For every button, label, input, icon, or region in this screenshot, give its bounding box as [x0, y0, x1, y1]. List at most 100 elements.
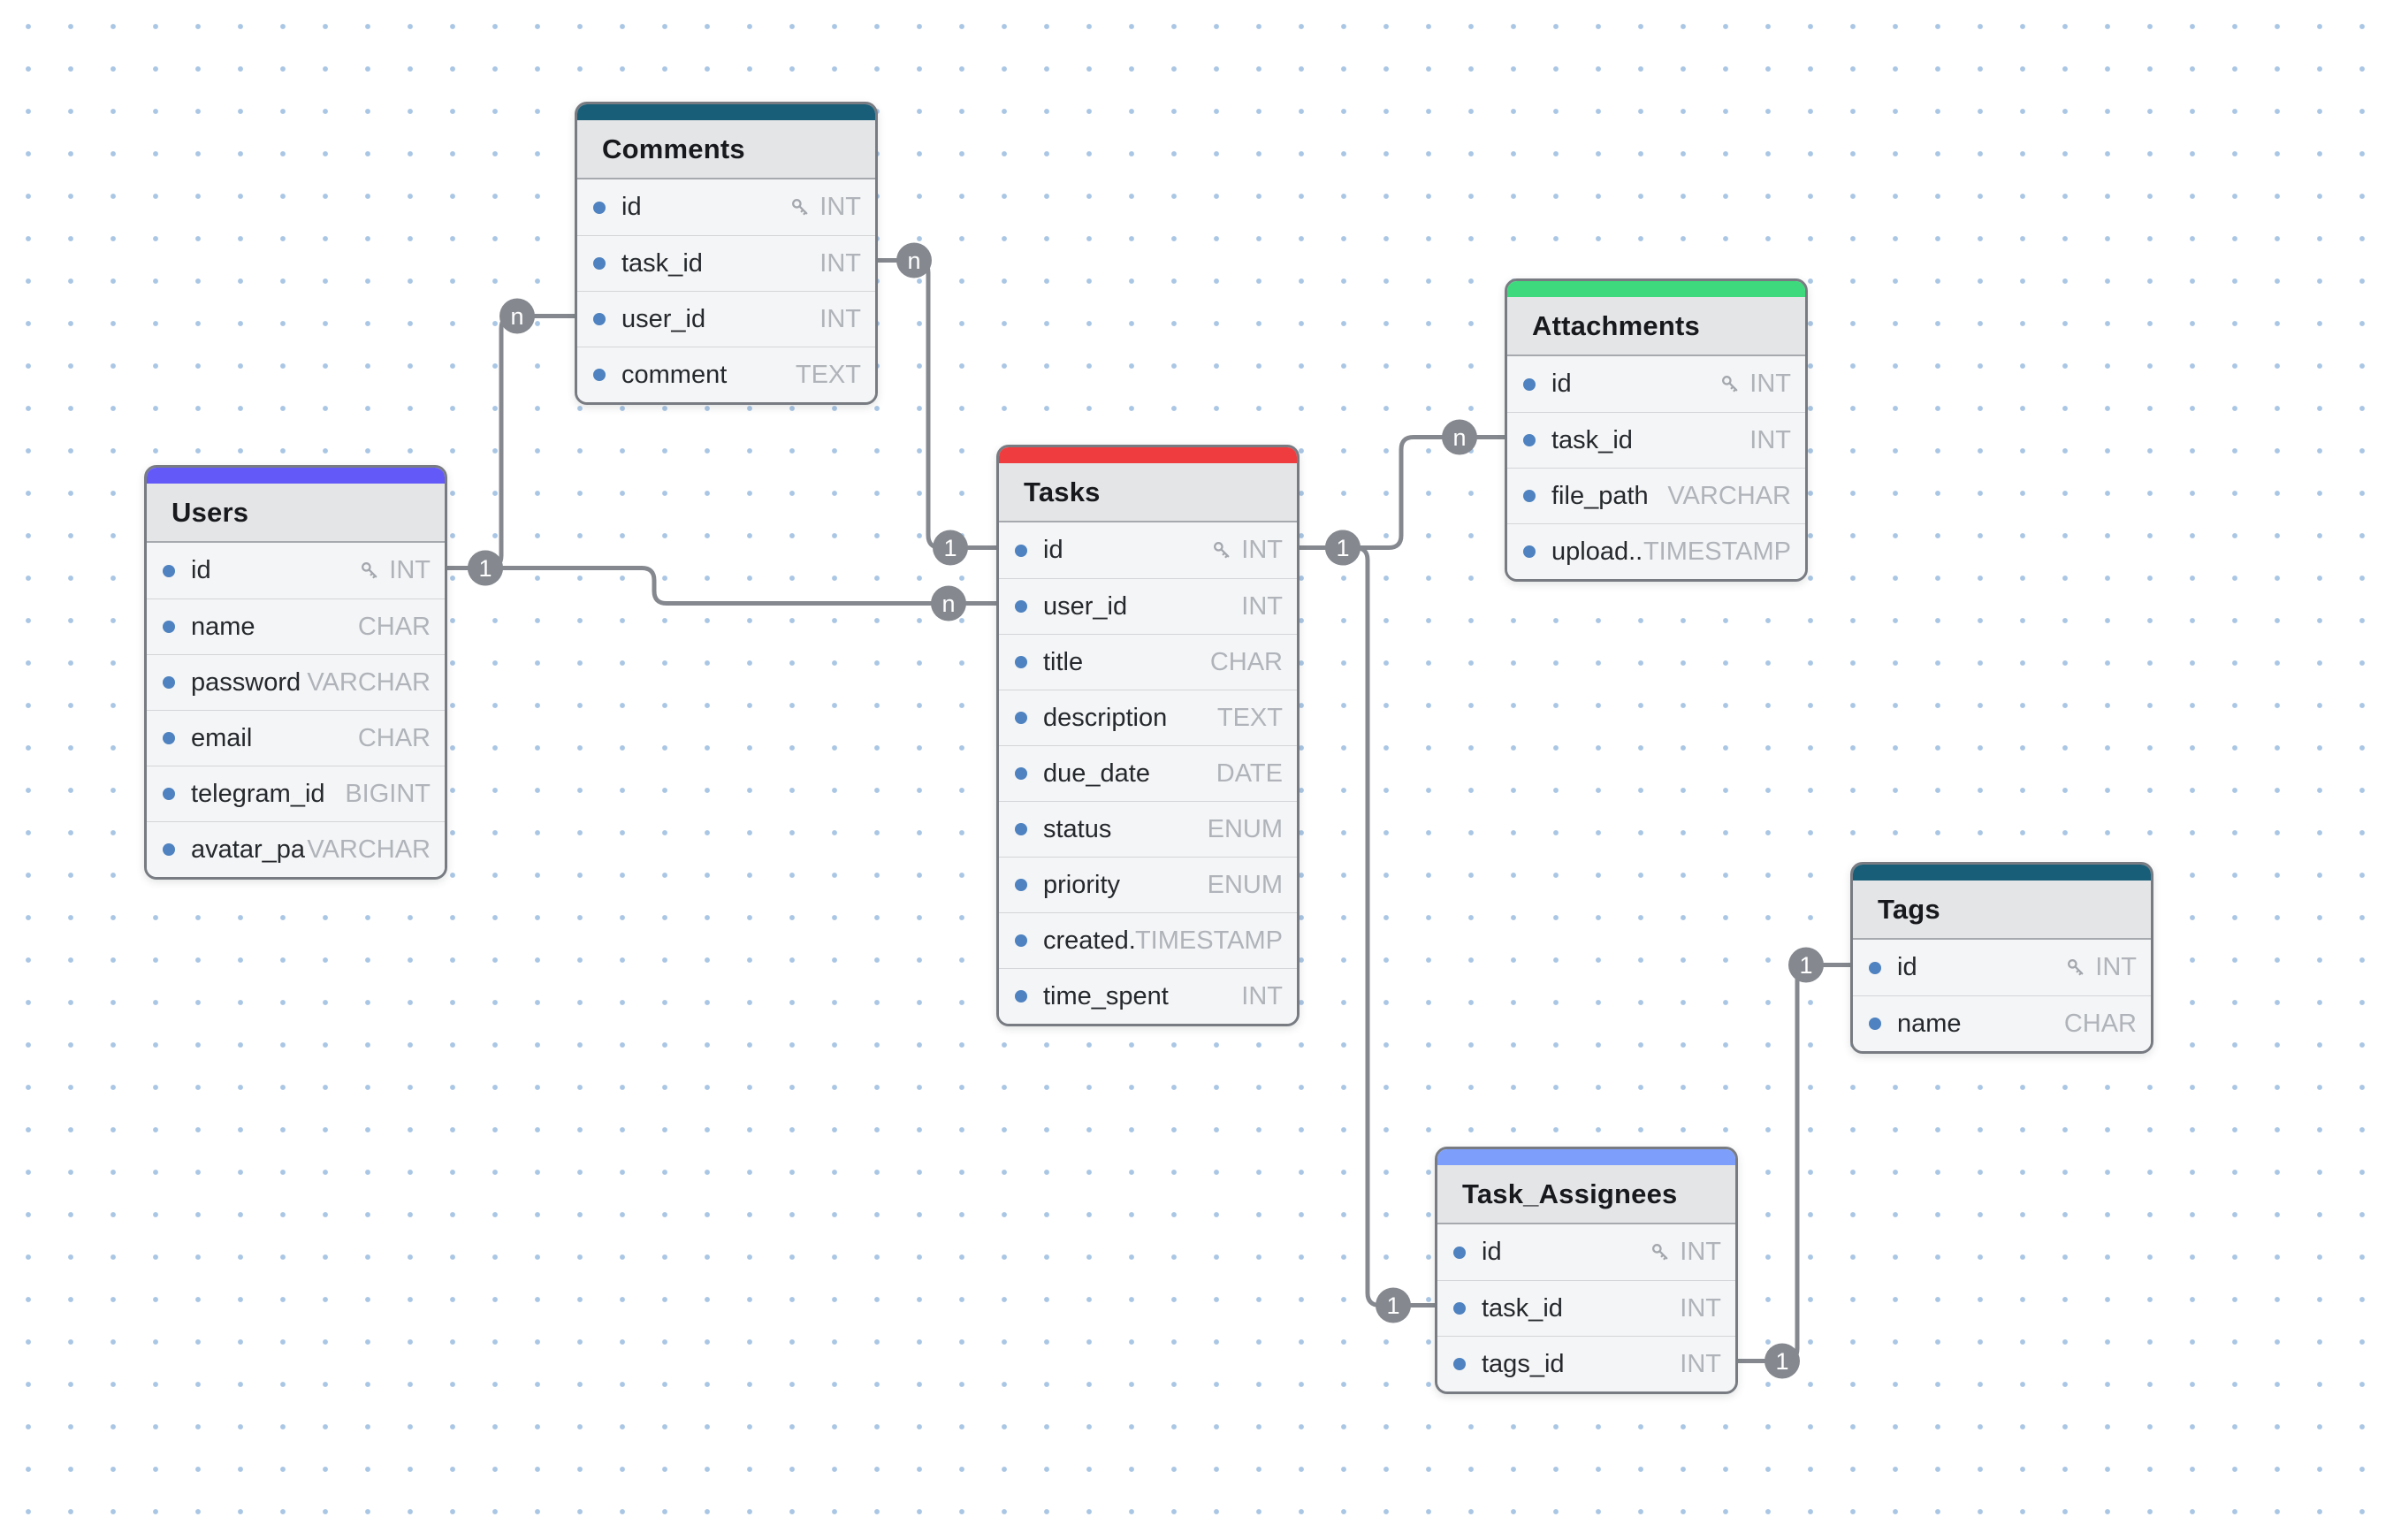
field-type-label: BIGINT	[345, 779, 431, 808]
field-type-label: INT	[2095, 953, 2137, 981]
field-type: INT	[789, 193, 861, 222]
table-users[interactable]: Users id INT name CHAR password VARCHAR …	[144, 465, 447, 880]
field-row-id[interactable]: id INT	[147, 543, 445, 598]
field-row-task_id[interactable]: task_id INT	[577, 235, 875, 291]
field-row-tags_id[interactable]: tags_id INT	[1437, 1336, 1735, 1391]
field-row-email[interactable]: email CHAR	[147, 710, 445, 766]
table-title: Users	[172, 496, 249, 528]
field-name: id	[1482, 1238, 1502, 1266]
field-type: INT	[1680, 1350, 1721, 1379]
field-row-name[interactable]: name CHAR	[147, 598, 445, 654]
table-header[interactable]: Users	[147, 484, 445, 543]
field-type-label: INT	[1749, 370, 1791, 398]
field-dot-icon	[1015, 767, 1027, 780]
table-fields: id INT task_id INT user_id INT comment T…	[577, 179, 875, 402]
field-type-label: CHAR	[357, 723, 431, 752]
cardinality-badge: 1	[1325, 530, 1361, 566]
field-type-label: INT	[1680, 1293, 1721, 1323]
field-row-name[interactable]: name CHAR	[1853, 995, 2151, 1051]
field-name: user_id	[621, 304, 706, 333]
field-row-avatar_pa[interactable]: avatar_pa... VARCHAR	[147, 821, 445, 877]
field-type: INT	[2065, 953, 2137, 982]
cardinality-badge: n	[896, 242, 932, 278]
field-name: name	[1897, 1009, 1962, 1038]
field-row-comment[interactable]: comment TEXT	[577, 347, 875, 402]
field-row-user_id[interactable]: user_id INT	[999, 578, 1297, 634]
table-fields: id INT task_id INT file_path VARCHAR upl…	[1507, 356, 1805, 579]
field-row-id[interactable]: id INT	[1853, 940, 2151, 995]
field-dot-icon	[593, 313, 606, 325]
field-row-time_spent[interactable]: time_spent INT	[999, 968, 1297, 1024]
field-row-id[interactable]: id INT	[1507, 356, 1805, 412]
field-type-label: VARCHAR	[307, 667, 431, 697]
field-name: tags_id	[1482, 1349, 1565, 1378]
field-type: TEXT	[796, 361, 861, 390]
field-name: upload...	[1551, 537, 1643, 566]
field-type-label: INT	[1241, 536, 1283, 564]
table-color-bar	[147, 468, 445, 484]
field-row-id[interactable]: id INT	[999, 522, 1297, 578]
field-type-label: ENUM	[1207, 870, 1283, 899]
primary-key-icon	[1214, 542, 1230, 559]
field-type: VARCHAR	[1667, 482, 1791, 511]
table-comments[interactable]: Comments id INT task_id INT user_id INT …	[575, 102, 878, 405]
field-row-status[interactable]: status ENUM	[999, 801, 1297, 857]
field-type: BIGINT	[345, 780, 431, 809]
table-color-bar	[1853, 865, 2151, 881]
table-header[interactable]: Task_Assignees	[1437, 1165, 1735, 1224]
field-type-label: ENUM	[1207, 814, 1283, 843]
field-type: INT	[1241, 982, 1283, 1011]
field-row-priority[interactable]: priority ENUM	[999, 857, 1297, 912]
field-name: avatar_pa...	[191, 835, 307, 864]
svg-text:n: n	[510, 303, 523, 330]
primary-key-icon	[1652, 1244, 1668, 1261]
field-dot-icon	[593, 369, 606, 381]
table-header[interactable]: Tasks	[999, 463, 1297, 522]
table-header[interactable]: Attachments	[1507, 297, 1805, 356]
table-tags[interactable]: Tags id INT name CHAR	[1850, 862, 2153, 1054]
field-row-upload[interactable]: upload... TIMESTAMP	[1507, 523, 1805, 579]
table-tasks[interactable]: Tasks id INT user_id INT title CHAR desc…	[996, 445, 1300, 1026]
table-header[interactable]: Tags	[1853, 881, 2151, 940]
cardinality-badge: 1	[1765, 1343, 1800, 1379]
field-type-label: TIMESTAMP	[1134, 926, 1283, 955]
field-name: task_id	[1551, 425, 1633, 454]
field-type: TIMESTAMP	[1643, 537, 1791, 567]
field-row-due_date[interactable]: due_date DATE	[999, 745, 1297, 801]
table-header[interactable]: Comments	[577, 120, 875, 179]
field-type: TEXT	[1217, 704, 1283, 733]
field-row-telegram_id[interactable]: telegram_id BIGINT	[147, 766, 445, 821]
relationship-line[interactable]	[447, 566, 996, 606]
field-row-id[interactable]: id INT	[1437, 1224, 1735, 1280]
field-name: password	[191, 667, 301, 697]
field-row-id[interactable]: id INT	[577, 179, 875, 235]
field-row-task_id[interactable]: task_id INT	[1507, 412, 1805, 468]
field-row-title[interactable]: title CHAR	[999, 634, 1297, 690]
svg-text:1: 1	[943, 535, 957, 561]
field-dot-icon	[1015, 656, 1027, 668]
table-color-bar	[999, 447, 1297, 463]
field-row-file_path[interactable]: file_path VARCHAR	[1507, 468, 1805, 523]
svg-text:n: n	[907, 248, 920, 274]
table-task_assignees[interactable]: Task_Assignees id INT task_id INT tags_i…	[1435, 1147, 1738, 1394]
field-row-user_id[interactable]: user_id INT	[577, 291, 875, 347]
relationship-line[interactable]	[1300, 435, 1505, 550]
field-type: VARCHAR	[307, 835, 431, 865]
svg-text:1: 1	[1386, 1292, 1399, 1319]
field-type: ENUM	[1208, 871, 1283, 900]
field-name: task_id	[621, 248, 703, 278]
svg-text:1: 1	[1336, 535, 1349, 561]
table-color-bar	[1507, 281, 1805, 297]
field-type-label: INT	[1241, 981, 1283, 1010]
cardinality-badge: 1	[468, 550, 503, 586]
field-type: INT	[1241, 592, 1283, 621]
table-attachments[interactable]: Attachments id INT task_id INT file_path…	[1505, 278, 1808, 582]
field-row-description[interactable]: description TEXT	[999, 690, 1297, 745]
field-row-task_id[interactable]: task_id INT	[1437, 1280, 1735, 1336]
field-name: created...	[1043, 926, 1135, 955]
field-row-password[interactable]: password VARCHAR	[147, 654, 445, 710]
field-type: INT	[1650, 1238, 1721, 1267]
field-row-created[interactable]: created... TIMESTAMP	[999, 912, 1297, 968]
